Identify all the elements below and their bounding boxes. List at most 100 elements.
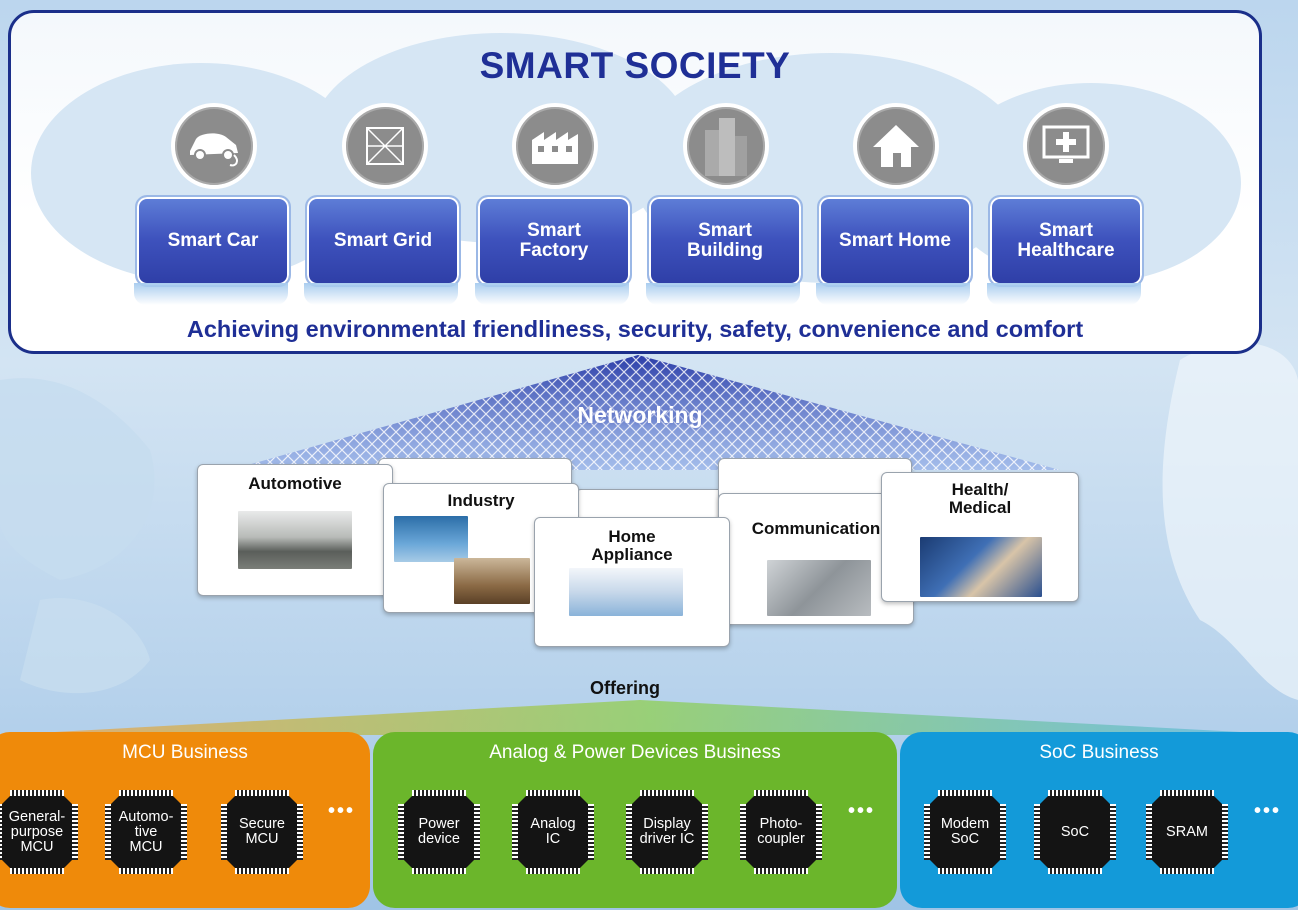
smart-grid-button[interactable]: Smart Grid <box>305 195 461 287</box>
chip-pins <box>816 804 822 860</box>
button-reflection <box>816 283 970 305</box>
card-industry-label: Industry <box>447 491 515 510</box>
chip-pins <box>72 804 78 860</box>
chip-pins <box>1048 868 1102 874</box>
chip-pins <box>1160 790 1214 796</box>
networking-label: Networking <box>577 402 703 428</box>
sram-chip[interactable]: SRAM <box>1144 788 1230 876</box>
smart-factory-button[interactable]: Smart Factory <box>476 195 632 287</box>
chip-pins <box>221 804 227 860</box>
card-communication-label: Communication <box>751 519 881 538</box>
home-appliance-photo <box>569 568 683 616</box>
home-icon <box>853 103 939 189</box>
chip-label: Photo- coupler <box>746 796 816 868</box>
chip-label: Automo- tive MCU <box>111 796 181 868</box>
chip-pins <box>512 804 518 860</box>
soc-chip[interactable]: SoC <box>1032 788 1118 876</box>
chip-pins <box>1034 804 1040 860</box>
chip-pins <box>1000 804 1006 860</box>
modem-soc-chip[interactable]: Modem SoC <box>922 788 1008 876</box>
display-driver-ic-chip[interactable]: Display driver IC <box>624 788 710 876</box>
chip-pins <box>938 868 992 874</box>
chip-pins <box>924 804 930 860</box>
card-automotive-label: Automotive <box>248 474 342 493</box>
chip-pins <box>526 790 580 796</box>
chip-label: Modem SoC <box>930 796 1000 868</box>
chip-pins <box>297 804 303 860</box>
chip-pins <box>0 804 2 860</box>
chip-pins <box>1160 868 1214 874</box>
chip-label: Display driver IC <box>632 796 702 868</box>
power-device-chip[interactable]: Power device <box>396 788 482 876</box>
building-icon <box>683 103 769 189</box>
chip-label: Analog IC <box>518 796 588 868</box>
secure-mcu-chip[interactable]: Secure MCU <box>219 788 305 876</box>
chip-pins <box>754 868 808 874</box>
smart-healthcare-button[interactable]: Smart Healthcare <box>988 195 1144 287</box>
chip-pins <box>1048 790 1102 796</box>
card-health-medical[interactable]: Health/ Medical <box>881 472 1079 602</box>
chip-pins <box>526 868 580 874</box>
button-reflection <box>134 283 288 305</box>
factory-icon <box>512 103 598 189</box>
factory-photo <box>454 558 530 604</box>
chip-label: SRAM <box>1152 796 1222 868</box>
power-line-photo <box>394 516 468 562</box>
chip-label: SoC <box>1040 796 1110 868</box>
card-home-appliance[interactable]: Home Appliance <box>534 517 730 647</box>
medical-photo <box>920 537 1042 597</box>
chip-pins <box>588 804 594 860</box>
automotive-photo <box>238 511 352 569</box>
chip-label: Power device <box>404 796 474 868</box>
panel-title: SMART SOCIETY <box>479 45 791 86</box>
chip-pins <box>10 868 64 874</box>
chip-pins <box>626 804 632 860</box>
healthcare-icon <box>1023 103 1109 189</box>
button-reflection <box>304 283 458 305</box>
chip-pins <box>740 804 746 860</box>
chip-label: Secure MCU <box>227 796 297 868</box>
automotive-mcu-chip[interactable]: Automo- tive MCU <box>103 788 189 876</box>
communication-photo <box>767 560 871 616</box>
chip-pins <box>235 868 289 874</box>
panel-subtitle: Achieving environmental friendliness, se… <box>186 316 1084 342</box>
card-home-appliance-label: Home Appliance <box>591 527 673 564</box>
mcu-more-indicator: ••• <box>328 800 356 822</box>
card-automotive[interactable]: Automotive <box>197 464 393 596</box>
chip-pins <box>10 790 64 796</box>
chip-pins <box>119 790 173 796</box>
analog-more-indicator: ••• <box>848 800 876 822</box>
analog-power-business-title: Analog & Power Devices Business <box>489 742 781 763</box>
car-icon <box>171 103 257 189</box>
chip-pins <box>181 804 187 860</box>
analog-ic-chip[interactable]: Analog IC <box>510 788 596 876</box>
mcu-business-title: MCU Business <box>122 742 248 763</box>
smart-car-button[interactable]: Smart Car <box>135 195 291 287</box>
smart-home-button[interactable]: Smart Home <box>817 195 973 287</box>
chip-pins <box>474 804 480 860</box>
chip-pins <box>702 804 708 860</box>
chip-pins <box>754 790 808 796</box>
chip-pins <box>1110 804 1116 860</box>
chip-pins <box>1146 804 1152 860</box>
card-health-medical-label: Health/ Medical <box>948 480 1012 517</box>
general-purpose-mcu-chip[interactable]: General- purpose MCU <box>0 788 80 876</box>
chip-pins <box>398 804 404 860</box>
button-reflection <box>475 283 629 305</box>
chip-pins <box>235 790 289 796</box>
soc-more-indicator: ••• <box>1254 800 1282 822</box>
chip-pins <box>640 868 694 874</box>
chip-pins <box>105 804 111 860</box>
photocoupler-chip[interactable]: Photo- coupler <box>738 788 824 876</box>
chip-pins <box>938 790 992 796</box>
chip-pins <box>1222 804 1228 860</box>
chip-pins <box>119 868 173 874</box>
soc-business-title: SoC Business <box>1039 742 1159 763</box>
chip-label: General- purpose MCU <box>2 796 72 868</box>
grid-icon <box>342 103 428 189</box>
offering-label: Offering <box>590 678 660 698</box>
chip-pins <box>412 868 466 874</box>
smart-building-button[interactable]: Smart Building <box>647 195 803 287</box>
